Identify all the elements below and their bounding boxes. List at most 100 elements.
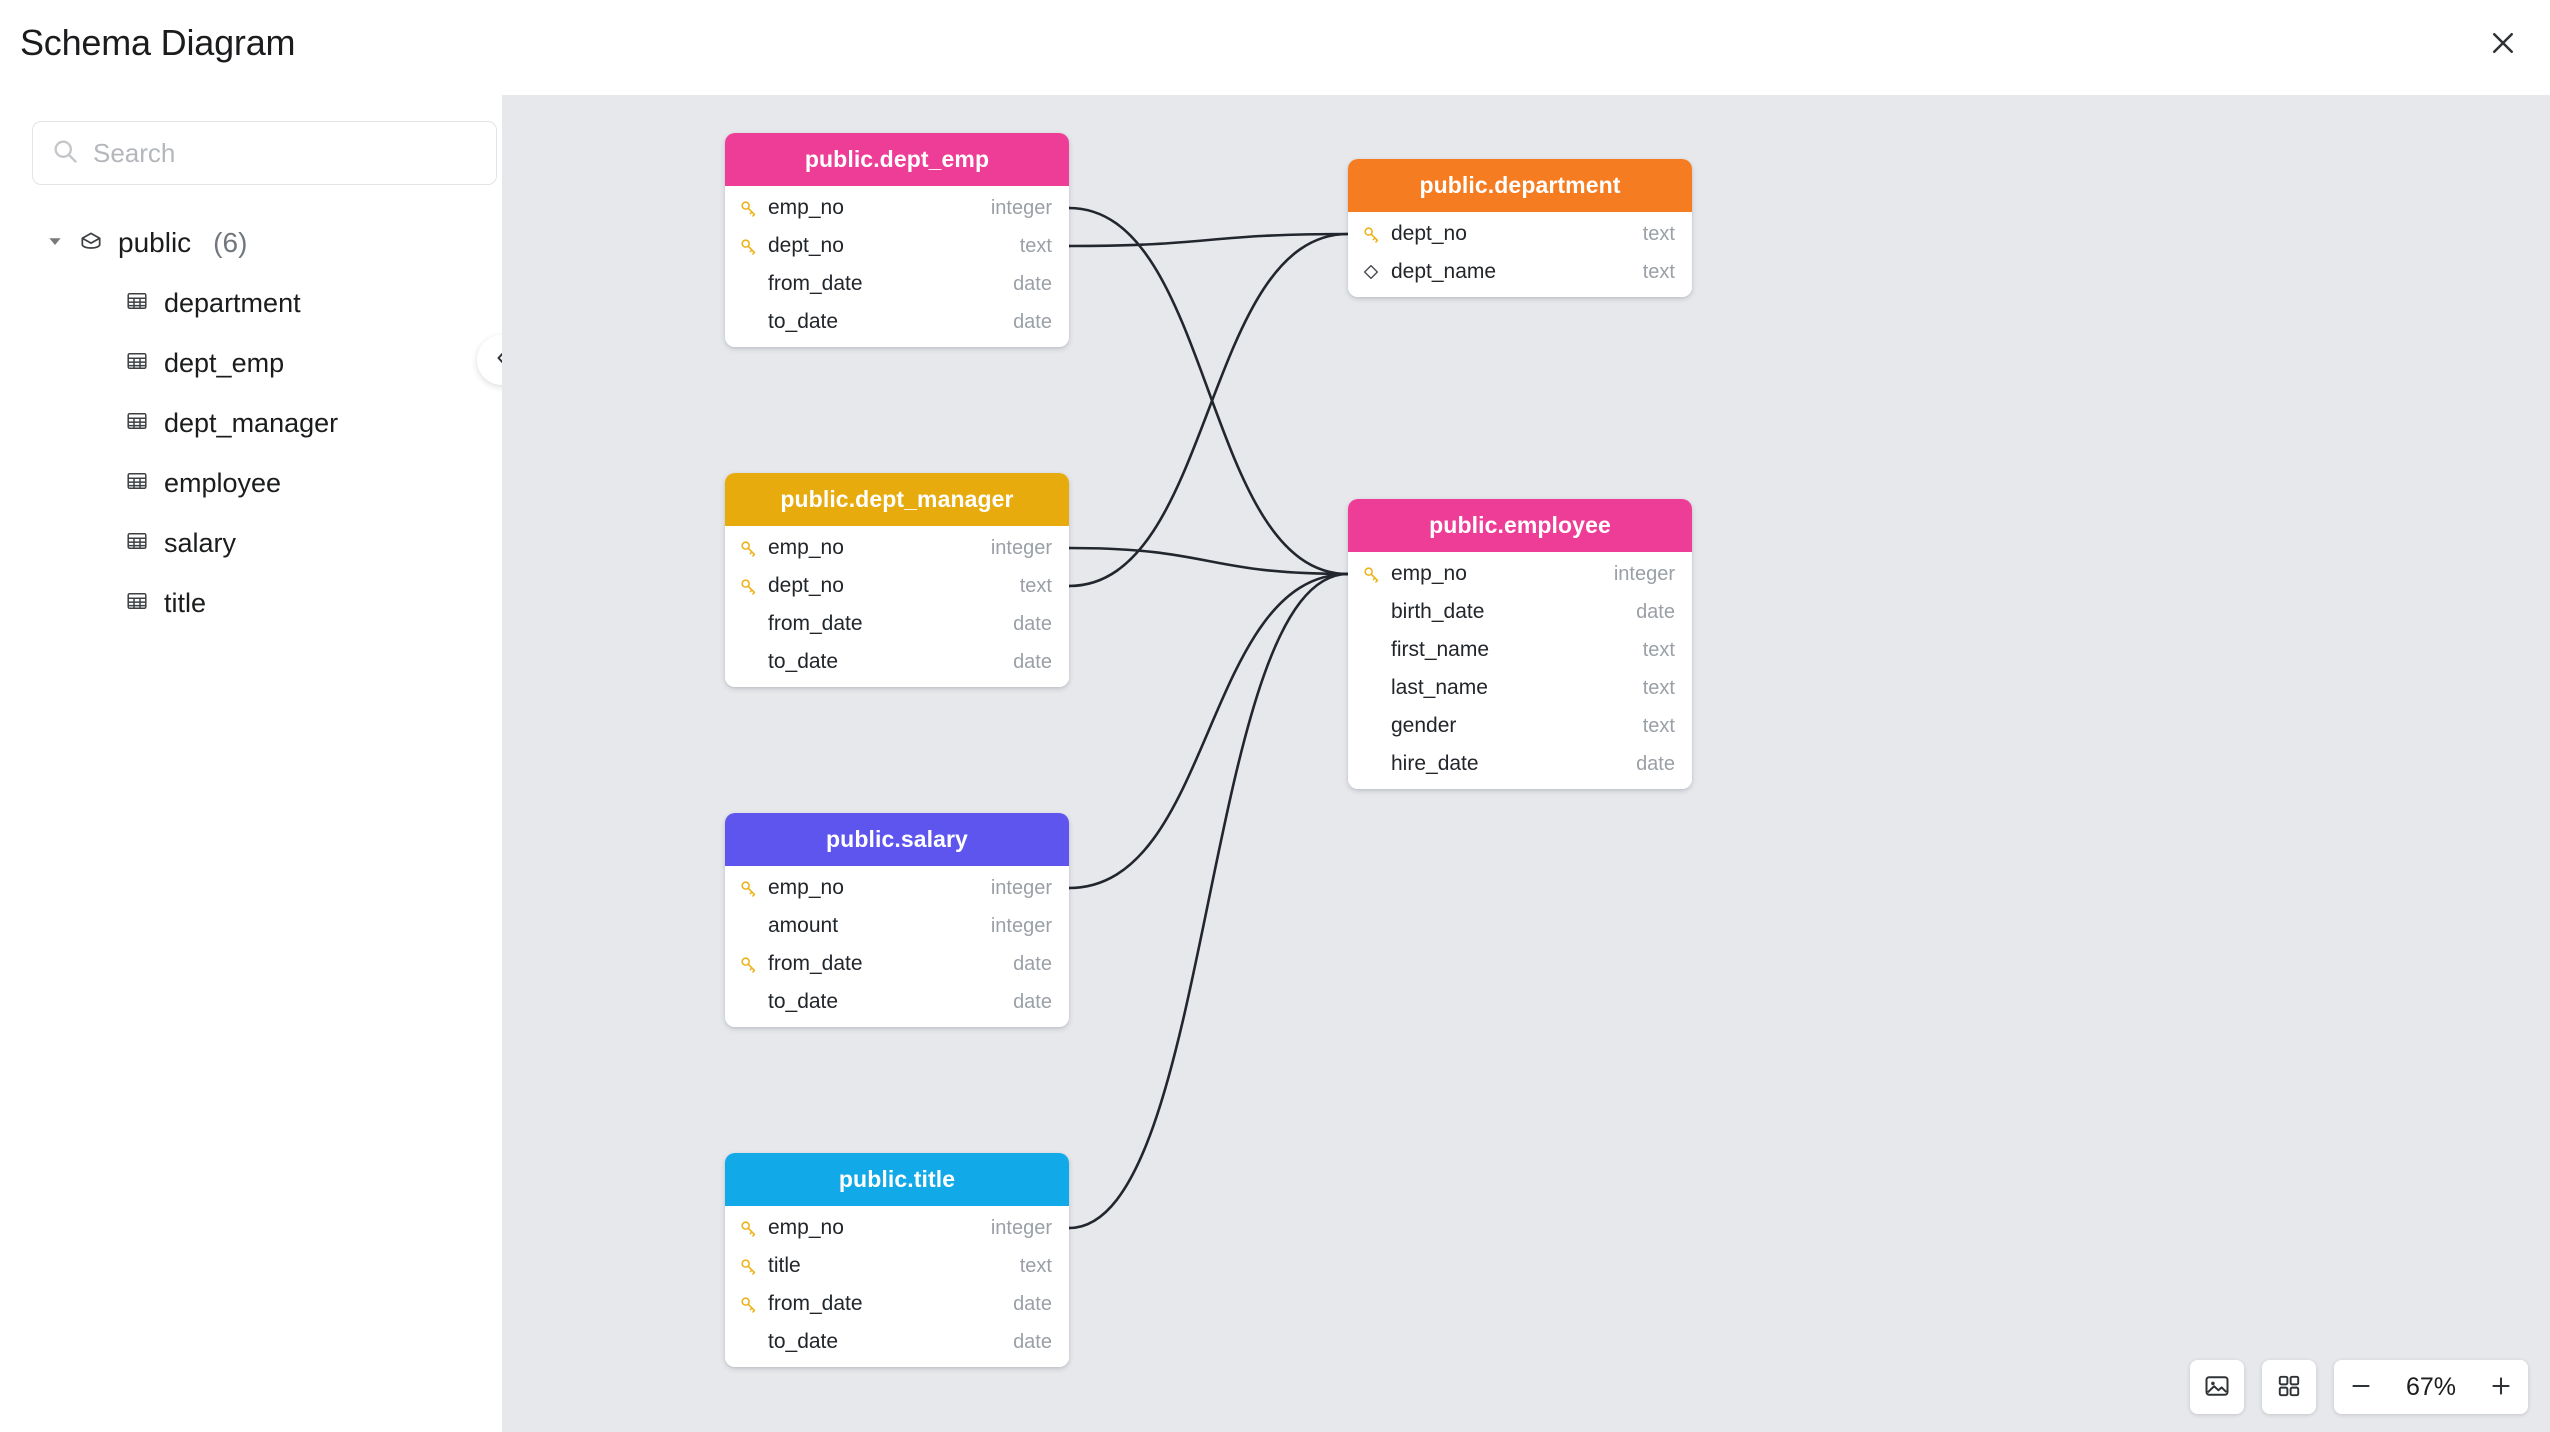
primary-key-icon xyxy=(737,1219,759,1238)
field-row[interactable]: emp_no integer xyxy=(725,869,1069,907)
field-row[interactable]: dept_no text xyxy=(725,227,1069,265)
field-type: date xyxy=(1013,952,1052,975)
table-icon xyxy=(125,529,149,558)
table-node-header: public.title xyxy=(725,1153,1069,1206)
tree-item-table-title[interactable]: title xyxy=(0,573,502,633)
field-name: gender xyxy=(1391,714,1457,737)
minus-icon xyxy=(2348,1373,2374,1402)
chevron-left-icon xyxy=(490,346,502,375)
tree-item-table-salary[interactable]: salary xyxy=(0,513,502,573)
zoom-level-value[interactable]: 67% xyxy=(2388,1360,2474,1414)
page-title: Schema Diagram xyxy=(20,22,296,63)
relationship-edge xyxy=(1069,232,1349,586)
primary-key-icon xyxy=(1360,225,1382,244)
field-type: text xyxy=(1642,676,1675,699)
tree-item-table-dept_manager[interactable]: dept_manager xyxy=(0,393,502,453)
primary-key-icon xyxy=(737,577,759,596)
field-type: integer xyxy=(990,914,1052,937)
field-type: text xyxy=(1642,260,1675,283)
schema-name: public xyxy=(118,227,192,258)
field-name: from_date xyxy=(768,612,863,635)
zoom-in-button[interactable] xyxy=(2474,1360,2528,1414)
field-type: text xyxy=(1642,638,1675,661)
tree-item-table-employee[interactable]: employee xyxy=(0,453,502,513)
tree-item-table-dept_emp[interactable]: dept_emp xyxy=(0,333,502,393)
field-name: last_name xyxy=(1391,676,1488,699)
close-button[interactable] xyxy=(2474,14,2532,72)
field-name: emp_no xyxy=(1391,562,1467,585)
layout-grid-button[interactable] xyxy=(2262,1360,2316,1414)
image-icon xyxy=(2203,1372,2231,1403)
relationship-edge xyxy=(1069,572,1349,1228)
field-type: text xyxy=(1642,222,1675,245)
plus-icon xyxy=(2488,1373,2514,1402)
canvas-toolbar: 67% xyxy=(2190,1360,2528,1414)
primary-key-icon xyxy=(737,955,759,974)
field-name: from_date xyxy=(768,272,863,295)
field-row[interactable]: last_name text xyxy=(1348,669,1692,707)
tree-item-table-department[interactable]: department xyxy=(0,273,502,333)
title-bar: Schema Diagram xyxy=(0,0,2550,95)
table-label: department xyxy=(164,287,301,318)
search-box[interactable] xyxy=(32,121,497,185)
field-name: dept_no xyxy=(1391,222,1467,245)
table-icon xyxy=(125,409,149,438)
field-name: emp_no xyxy=(768,876,844,899)
field-name: hire_date xyxy=(1391,752,1479,775)
field-name: title xyxy=(768,1254,801,1277)
field-type: text xyxy=(1019,234,1052,257)
primary-key-icon xyxy=(737,1257,759,1276)
table-icon xyxy=(125,349,149,378)
field-row[interactable]: dept_no text xyxy=(1348,215,1692,253)
field-type: integer xyxy=(990,876,1052,899)
tree-item-schema-public[interactable]: public (6) xyxy=(0,213,502,273)
search-icon xyxy=(51,137,79,170)
field-type: date xyxy=(1636,600,1675,623)
field-name: dept_name xyxy=(1391,260,1497,283)
field-name: birth_date xyxy=(1391,600,1485,623)
field-row[interactable]: birth_date date xyxy=(1348,593,1692,631)
table-label: employee xyxy=(164,467,282,498)
field-name: to_date xyxy=(768,1330,839,1353)
caret-down-icon[interactable] xyxy=(46,232,64,255)
field-type: integer xyxy=(990,196,1052,219)
export-image-button[interactable] xyxy=(2190,1360,2244,1414)
field-name: to_date xyxy=(768,990,839,1013)
zoom-out-button[interactable] xyxy=(2334,1360,2388,1414)
field-row[interactable]: dept_name text xyxy=(1348,253,1692,291)
field-name: to_date xyxy=(768,650,839,673)
close-icon xyxy=(2488,28,2518,58)
primary-key-icon xyxy=(737,539,759,558)
search-input[interactable] xyxy=(93,137,478,169)
field-type: text xyxy=(1019,574,1052,597)
field-name: dept_no xyxy=(768,234,844,257)
table-icon xyxy=(125,469,149,498)
